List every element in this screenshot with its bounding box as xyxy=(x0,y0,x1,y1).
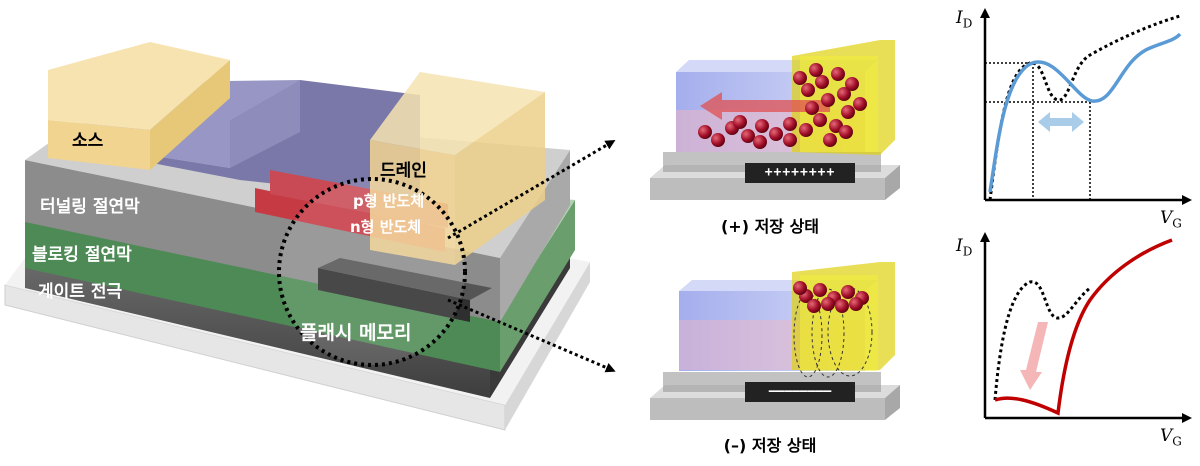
flash-memory-label: 플래시 메모리 xyxy=(300,322,412,344)
positive-state-device xyxy=(650,40,900,200)
pointer-arrow-top xyxy=(447,139,616,240)
positive-gate-bar xyxy=(745,163,855,183)
charge-particle xyxy=(698,125,712,139)
p-layer-label: p형 반도체 xyxy=(353,192,425,210)
charge-particle xyxy=(769,127,783,141)
bottom-x-axis-label: VG xyxy=(1160,426,1182,449)
positive-state-caption: (+) 저장 상태 xyxy=(720,217,820,236)
charge-particle xyxy=(783,117,797,131)
source-label: 소스 xyxy=(72,131,104,151)
shift-arrow-pink xyxy=(1020,322,1048,390)
negative-charge-text: –––––––– xyxy=(768,384,832,399)
charge-particle xyxy=(839,125,853,139)
reference-curve-bottom xyxy=(993,280,1091,401)
charge-particle xyxy=(783,133,797,147)
source-front xyxy=(48,120,150,170)
charge-particle xyxy=(711,133,725,147)
positive-charge-text: ++++++++ xyxy=(764,165,836,180)
charge-particle xyxy=(741,129,755,143)
charge-particle xyxy=(801,83,815,97)
blue-iv-curve xyxy=(988,32,1182,193)
blocking-label: 블로킹 절연막 xyxy=(32,245,132,265)
charge-particle xyxy=(835,299,849,313)
zoom-circle xyxy=(277,177,467,367)
bottom-iv-plot xyxy=(980,232,1192,423)
charge-particle xyxy=(753,135,767,149)
charge-particle xyxy=(821,297,835,311)
charge-particle xyxy=(813,283,827,297)
flow-arrow xyxy=(700,92,830,120)
charge-particle xyxy=(755,119,769,133)
device-stack xyxy=(4,42,616,431)
charge-particle xyxy=(845,77,859,91)
charge-particle xyxy=(809,63,823,77)
charge-particle xyxy=(821,93,835,107)
charge-particle xyxy=(837,87,851,101)
negative-state-caption: (–) 저장 상태 xyxy=(723,436,817,455)
charge-cluster-top xyxy=(698,63,867,149)
reference-curve-top xyxy=(988,14,1181,201)
drain-front xyxy=(370,140,455,265)
negative-gate-bar xyxy=(745,382,855,402)
charge-particle xyxy=(813,113,827,127)
charge-particle xyxy=(849,297,863,311)
charge-particle xyxy=(807,299,821,313)
charge-particle xyxy=(853,97,867,111)
tunneling-label: 터널링 절연막 xyxy=(40,197,140,217)
top-x-axis-label: VG xyxy=(1160,208,1182,231)
charge-particle xyxy=(815,75,829,89)
n-layer-label: n형 반도체 xyxy=(350,218,422,236)
negative-state-device xyxy=(650,262,900,420)
gate-label: 게이트 전극 xyxy=(38,282,123,302)
charge-cluster-bottom xyxy=(793,281,869,313)
bottom-y-axis-label: ID xyxy=(956,236,973,259)
charge-particle xyxy=(799,123,813,137)
red-iv-curve xyxy=(994,238,1173,416)
charge-particle xyxy=(831,67,845,81)
drain-label: 드레인 xyxy=(380,161,427,181)
charge-particle xyxy=(793,71,807,85)
gate-layer xyxy=(25,262,490,398)
top-y-axis-label: ID xyxy=(956,8,973,31)
charge-particle xyxy=(841,285,855,299)
charge-particle xyxy=(733,115,747,129)
top-iv-plot xyxy=(980,8,1192,205)
flash-block xyxy=(318,268,470,322)
blocking-layer xyxy=(25,218,500,372)
shift-arrow-blue xyxy=(1038,112,1084,132)
charge-particle xyxy=(805,101,819,115)
charge-particle xyxy=(823,133,837,147)
charge-particle xyxy=(793,281,807,295)
charge-particle xyxy=(841,105,855,119)
